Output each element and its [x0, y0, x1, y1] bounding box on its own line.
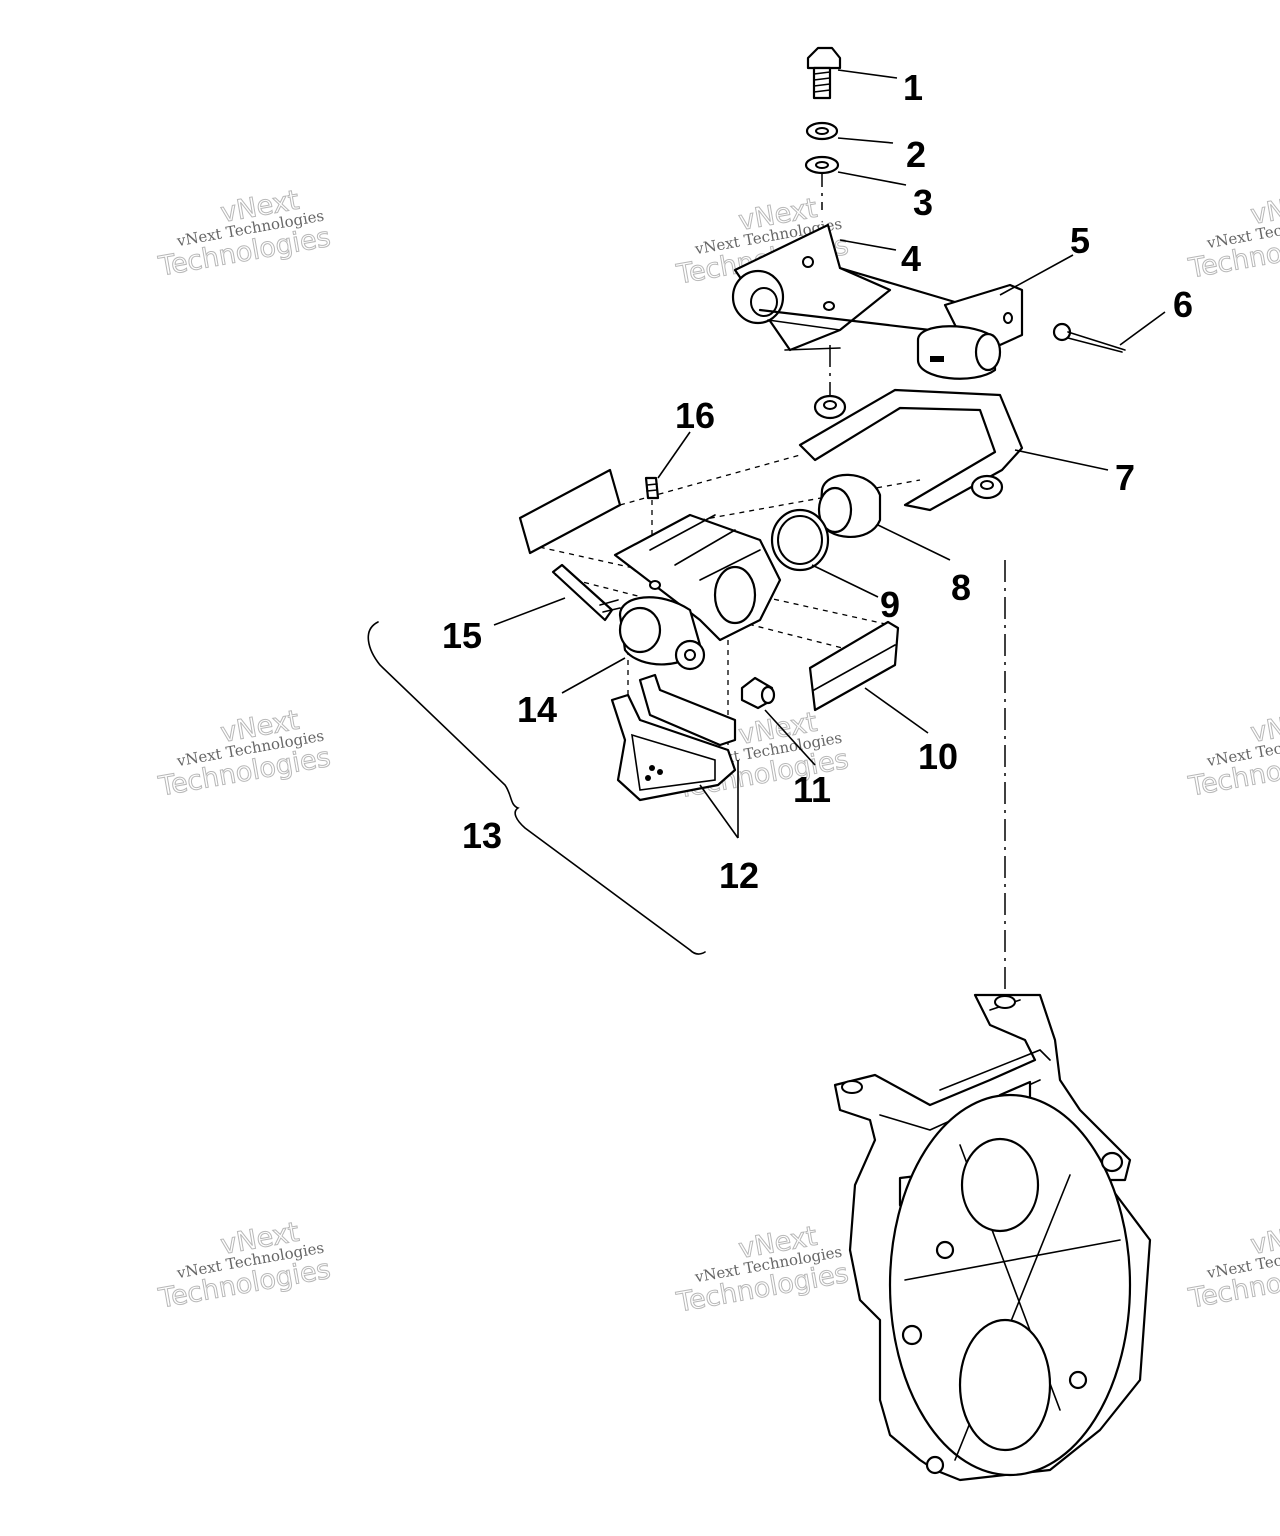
- caliper-pin-part: [551, 563, 621, 622]
- watermark-top-left: vNext vNext Technologies Technologies: [155, 184, 333, 283]
- leader-11: [764, 709, 816, 766]
- adjuster-nut-part: [740, 676, 776, 710]
- callout-14: 14: [517, 689, 557, 730]
- flat-washer-part: [804, 155, 840, 175]
- mount-line-bracket-2: [699, 479, 921, 521]
- callout-2: 2: [906, 134, 926, 175]
- shim-plate-part: [808, 620, 900, 712]
- bracket-frame-part: [798, 388, 1024, 512]
- callout-4: 4: [901, 238, 921, 279]
- watermark-bottom-center: vNext vNext Technologies Technologies: [673, 1220, 851, 1319]
- leader-16: [657, 431, 691, 479]
- leader-7: [1014, 449, 1109, 471]
- callout-3: 3: [913, 182, 933, 223]
- leader-8: [877, 524, 951, 561]
- leader-2: [837, 137, 894, 144]
- bleeder-screw-part: [644, 476, 660, 500]
- bolt-part: [806, 46, 842, 100]
- callout-9: 9: [880, 584, 900, 625]
- caliper-arm-part: [758, 266, 1024, 380]
- pin-part: [1052, 322, 1126, 353]
- callout-15: 15: [442, 615, 482, 656]
- leader-12a: [699, 784, 739, 839]
- watermark-middle-left: vNext vNext Technologies Technologies: [155, 704, 333, 803]
- callout-12: 12: [719, 855, 759, 896]
- leader-3: [837, 171, 907, 186]
- leader-10: [864, 687, 929, 734]
- leader-6: [1119, 311, 1166, 346]
- leader-15: [493, 597, 566, 626]
- lock-washer-part: [805, 121, 839, 141]
- piston-part: [817, 473, 882, 538]
- callout-16: 16: [675, 395, 715, 436]
- leader-1: [837, 69, 898, 79]
- leader-5: [999, 254, 1074, 296]
- callout-10: 10: [918, 736, 958, 777]
- leader-14: [561, 657, 626, 694]
- watermark-bottom-right: vNext vNext Technologies Technologies: [1185, 1216, 1280, 1315]
- callout-7: 7: [1115, 457, 1135, 498]
- watermark-middle-right: vNext vNext Technologies Technologies: [1185, 704, 1280, 803]
- brake-pads-part: [610, 673, 737, 802]
- leader-4: [839, 239, 897, 251]
- seal-ring-part: [770, 508, 830, 572]
- callout-1: 1: [903, 67, 923, 108]
- leader-9: [811, 564, 879, 598]
- watermark-bottom-left: vNext vNext Technologies Technologies: [155, 1216, 333, 1315]
- callout-8: 8: [951, 567, 971, 608]
- callout-13: 13: [462, 815, 502, 856]
- chaincase-housing-part: [833, 993, 1152, 1482]
- bracket-plate-part: [731, 223, 892, 352]
- callout-6: 6: [1173, 284, 1193, 325]
- caliper-body-part: [518, 468, 782, 671]
- callout-5: 5: [1070, 220, 1090, 261]
- callout-11: 11: [793, 769, 831, 810]
- watermark-top-right: vNext vNext Technologies Technologies: [1185, 186, 1280, 285]
- assembly-brace-13: [367, 621, 706, 955]
